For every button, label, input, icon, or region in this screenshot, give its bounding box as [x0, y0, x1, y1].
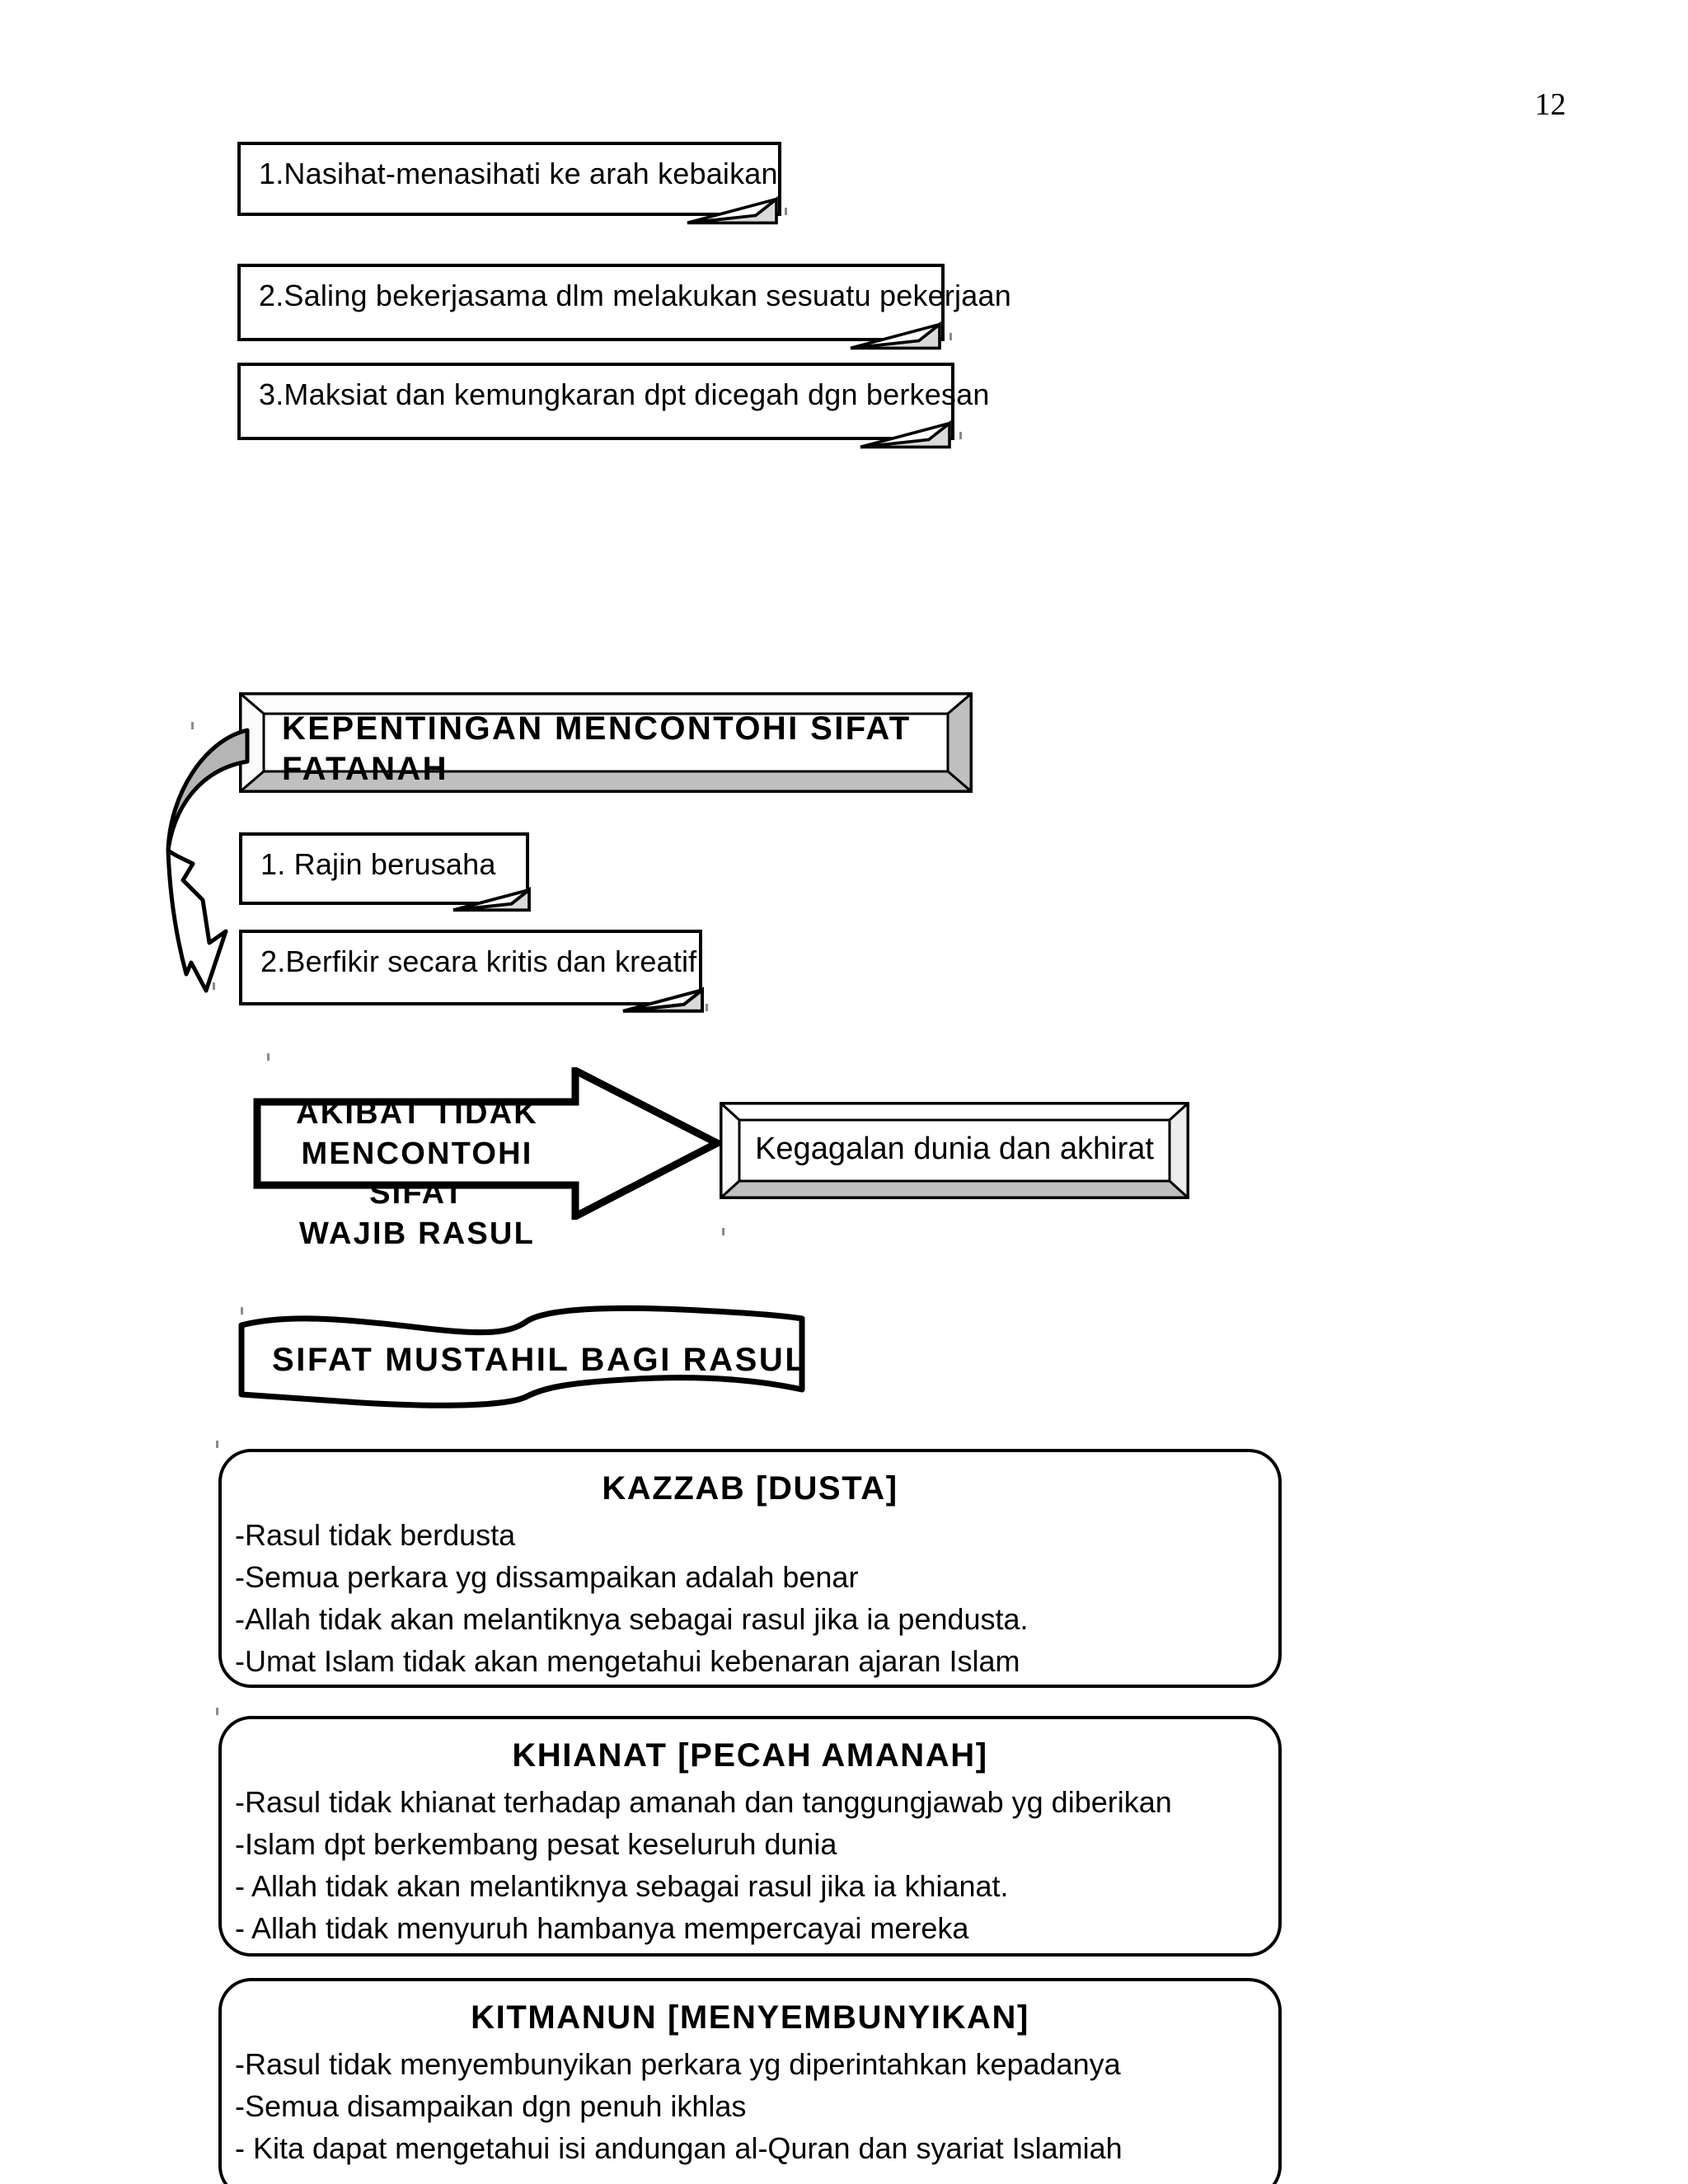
scan-speck — [216, 1441, 218, 1448]
mustahil-card-kitmanun: KITMANUN [MENYEMBUNYIKAN] -Rasul tidak m… — [218, 1978, 1282, 2184]
card-line: -Rasul tidak menyembunyikan perkara yg d… — [235, 2047, 1121, 2081]
mustahil-card-kazzab: KAZZAB [DUSTA] -Rasul tidak berdusta -Se… — [218, 1449, 1282, 1688]
fatanah-note-2-label: 2.Berfikir secara kritis dan kreatif — [260, 944, 697, 978]
fatanah-heading-label: KEPENTINGAN MENCONTOHI SIFAT FATANAH — [282, 710, 912, 787]
fatanah-note-1: 1. Rajin berusaha — [239, 832, 531, 912]
scan-speck — [950, 333, 952, 340]
scan-speck — [785, 208, 787, 215]
folded-corner-icon — [860, 419, 951, 449]
mustahil-card-kitmanun-lines: -Rasul tidak menyembunyikan perkara yg d… — [222, 2043, 1278, 2169]
scan-speck — [722, 1228, 724, 1235]
page-number: 12 — [1535, 87, 1566, 122]
card-line: -Rasul tidak berdusta — [235, 1518, 516, 1552]
scan-speck — [213, 982, 215, 990]
scan-speck — [216, 1708, 218, 1715]
fatanah-heading-frame: KEPENTINGAN MENCONTOHI SIFAT FATANAH — [239, 692, 973, 793]
folded-corner-icon — [622, 987, 704, 1013]
kegagalan-result-label: Kegagalan dunia dan akhirat — [755, 1132, 1154, 1166]
bevel-frame-icon — [239, 692, 973, 793]
card-line: -Rasul tidak khianat terhadap amanah dan… — [235, 1785, 1172, 1819]
note-box-3: 3.Maksiat dan kemungkaran dpt dicegah dg… — [237, 363, 989, 449]
akibat-arrow-label: AKIBAT TIDAK MENCONTOHI SIFAT WAJIB RASU… — [296, 1096, 538, 1251]
curved-arrow-icon — [166, 728, 250, 993]
scan-speck — [241, 1307, 243, 1315]
scan-speck — [706, 1004, 708, 1011]
akibat-arrow: AKIBAT TIDAK MENCONTOHI SIFAT WAJIB RASU… — [252, 1067, 722, 1251]
mustahil-card-kazzab-title: KAZZAB [DUSTA] — [602, 1470, 898, 1507]
folded-corner-icon — [850, 321, 941, 350]
folded-corner-icon — [452, 886, 531, 912]
scan-speck — [959, 432, 962, 439]
note-box-2: 2.Saling bekerjasama dlm melakukan sesua… — [237, 264, 1011, 350]
card-line: -Semua disampaikan dgn penuh ikhlas — [235, 2089, 747, 2124]
card-line: -Allah tidak akan melantiknya sebagai ra… — [235, 1602, 1029, 1637]
card-line: - Allah tidak menyuruh hambanya memperca… — [235, 1911, 969, 1946]
mustahil-card-kitmanun-title: KITMANUN [MENYEMBUNYIKAN] — [471, 1999, 1029, 2036]
mustahil-card-kazzab-lines: -Rasul tidak berdusta -Semua perkara yg … — [222, 1514, 1278, 1682]
mustahil-card-khianat-title: KHIANAT [PECAH AMANAH] — [512, 1737, 988, 1774]
note-box-1-label: 1.Nasihat-menasihati ke arah kebaikan — [259, 157, 778, 190]
scan-speck — [191, 722, 194, 729]
mustahil-card-khianat: KHIANAT [PECAH AMANAH] -Rasul tidak khia… — [218, 1716, 1282, 1957]
folded-corner-icon — [687, 195, 778, 225]
mustahil-card-khianat-lines: -Rasul tidak khianat terhadap amanah dan… — [222, 1781, 1278, 1949]
right-arrow-icon — [253, 1067, 722, 1220]
wavy-banner-icon — [238, 1305, 805, 1408]
scan-speck — [267, 1053, 270, 1061]
card-line: -Umat Islam tidak akan mengetahui kebena… — [235, 1644, 1020, 1679]
note-box-2-label: 2.Saling bekerjasama dlm melakukan sesua… — [259, 279, 1011, 312]
bevel-frame-icon — [720, 1102, 1189, 1199]
card-line: -Semua perkara yg dissampaikan adalah be… — [235, 1560, 859, 1595]
fatanah-note-1-label: 1. Rajin berusaha — [260, 847, 496, 881]
card-line: - Allah tidak akan melantiknya sebagai r… — [235, 1869, 1009, 1904]
fatanah-note-2: 2.Berfikir secara kritis dan kreatif — [239, 930, 704, 1013]
mustahil-banner: SIFAT MUSTAHIL BAGI RASUL — [237, 1304, 806, 1411]
card-line: -Islam dpt berkembang pesat keseluruh du… — [235, 1827, 837, 1862]
card-line: - Kita dapat mengetahui isi andungan al-… — [235, 2131, 1123, 2166]
note-box-1: 1.Nasihat-menasihati ke arah kebaikan — [237, 142, 781, 225]
kegagalan-result-frame: Kegagalan dunia dan akhirat — [720, 1102, 1189, 1199]
note-box-3-label: 3.Maksiat dan kemungkaran dpt dicegah dg… — [259, 377, 990, 411]
mustahil-banner-label: SIFAT MUSTAHIL BAGI RASUL — [272, 1342, 808, 1378]
